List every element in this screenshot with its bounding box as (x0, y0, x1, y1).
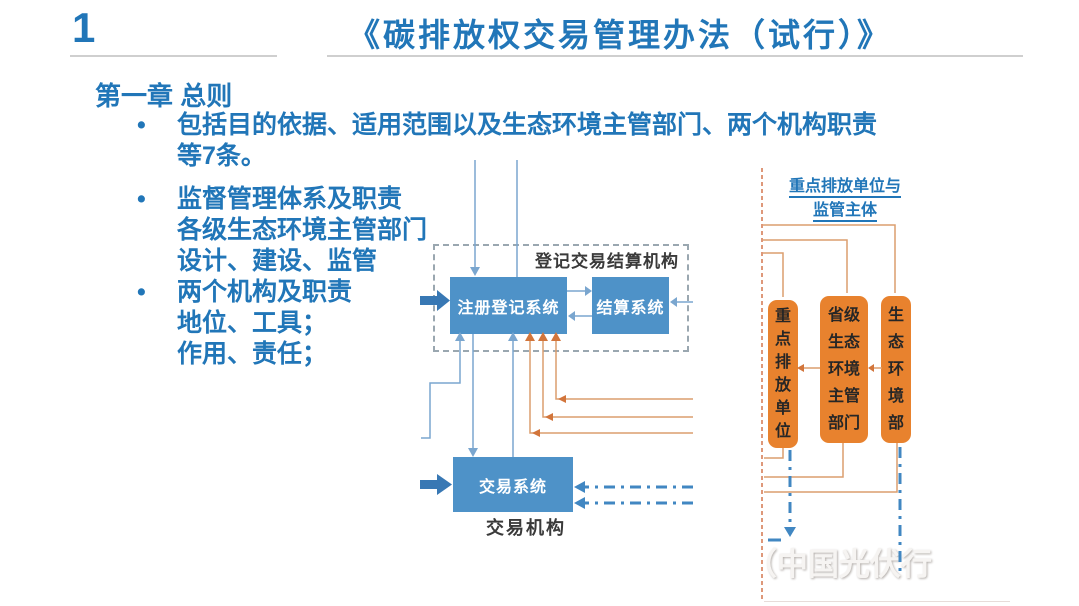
bottom-faint-line (764, 601, 1010, 602)
provincial-env-dept-label: 省级生态环境主管部门 (827, 307, 860, 432)
bullet-glyph: • (137, 111, 146, 139)
bullet-text: 包括目的依据、适用范围以及生态环境主管部门、两个机构职责等7条。 (177, 111, 878, 170)
arrow-into-trading-top-icon (468, 448, 478, 457)
right-panel-header-line1: 重点排放单位与 (788, 178, 901, 198)
dashdot-arrow-down-icon (784, 527, 796, 537)
dashdot-arrow-into-trading-2-icon (574, 497, 585, 509)
right-panel-header-line2: 监管主体 (812, 202, 877, 222)
trading-org-label: 交易机构 (486, 518, 566, 538)
subline: 各级生态环境主管部门 (177, 216, 428, 244)
bullet-item-3: • 两个机构及职责 (137, 277, 977, 308)
key-emission-unit-label: 重点排放单位 (774, 308, 791, 440)
ecology-ministry-label: 生态环境部 (887, 307, 904, 432)
outline-list: • 包括目的依据、适用范围以及生态环境主管部门、两个机构职责等7条。 • 监督管… (137, 110, 977, 370)
trading-system-box: 交易系统 (453, 457, 573, 512)
bullet-3-sublines: 地位、工具； 作用、责任； (177, 308, 882, 370)
bullet-glyph: • (137, 278, 146, 306)
right-panel-header: 重点排放单位与 监管主体 (770, 175, 920, 223)
subline: 设计、建设、监管 (177, 247, 378, 275)
thick-arrow-trading-icon (420, 474, 452, 495)
settlement-system-box: 结算系统 (592, 277, 669, 334)
bullet-item-2: • 监督管理体系及职责 (137, 184, 977, 215)
key-emission-unit-box: 重点排放单位 (768, 300, 798, 448)
bullet-text: 两个机构及职责 (177, 278, 353, 306)
page-title: 《碳排放权交易管理办法（试行）》 (347, 17, 892, 53)
ecology-ministry-box: 生态环境部 (881, 296, 911, 443)
bullet-item-1: • 包括目的依据、适用范围以及生态环境主管部门、两个机构职责等7条。 (137, 110, 977, 172)
header-underline-title (327, 55, 1023, 57)
subline: 作用、责任； (177, 340, 328, 368)
subline: 地位、工具； (177, 309, 328, 337)
blue-dashdot-arrowheads (574, 481, 796, 537)
bullet-text: 监督管理体系及职责 (177, 185, 403, 213)
registry-system-box: 注册登记系统 (450, 277, 567, 334)
watermark-text: （中国光伏行 (746, 547, 932, 582)
registry-settlement-group-label: 登记交易结算机构 (535, 252, 679, 271)
bullet-glyph: • (137, 185, 146, 213)
provincial-env-dept-box: 省级生态环境主管部门 (820, 296, 868, 443)
section-heading: 第一章 总则 (95, 81, 233, 111)
slide-number: 1 (72, 4, 96, 51)
bullet-2-sublines: 各级生态环境主管部门 设计、建设、监管 (177, 215, 882, 277)
header-underline-left (70, 55, 277, 57)
dashdot-arrow-into-trading-1-icon (574, 481, 585, 493)
